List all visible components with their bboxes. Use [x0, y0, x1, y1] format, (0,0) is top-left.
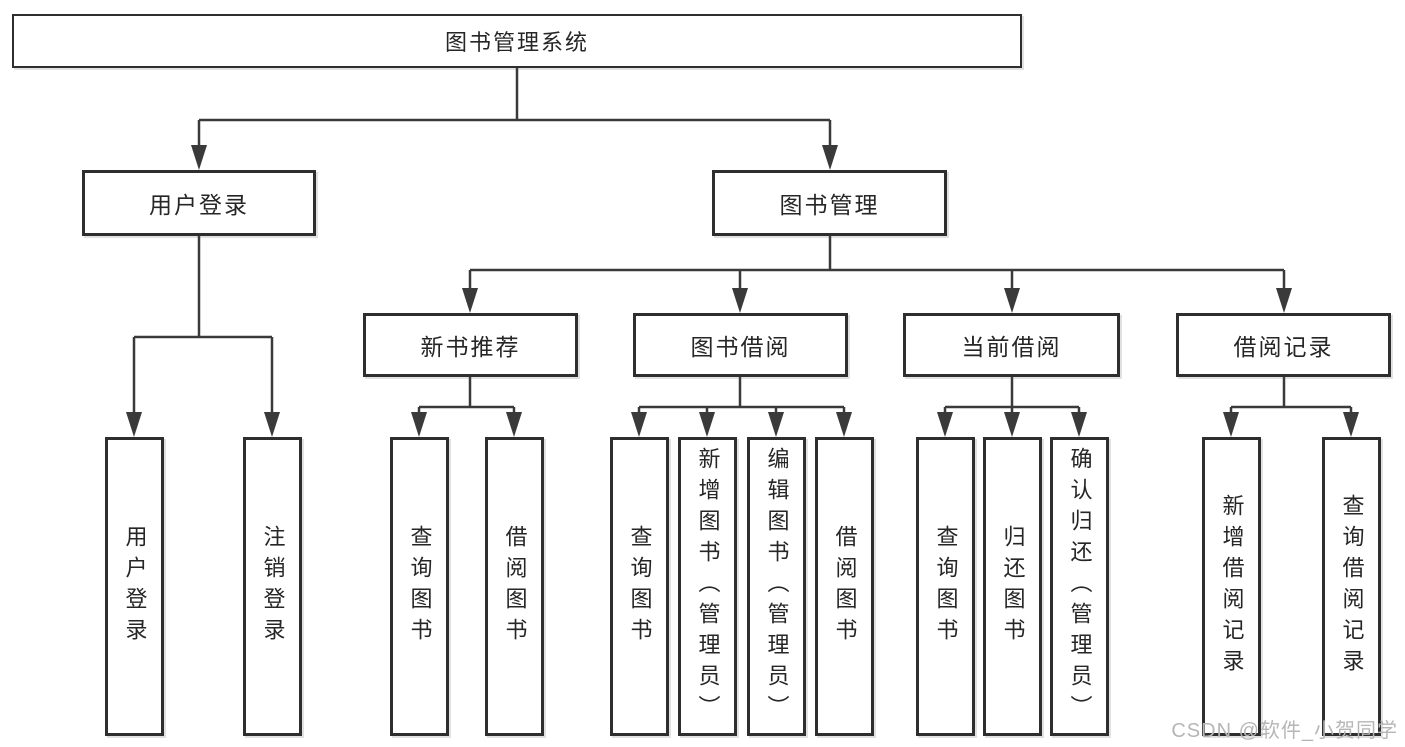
leaf-add-borrow-record: 新增借阅记录	[1202, 437, 1261, 736]
leaf-confirm-return-admin-label: 确认归还（管理员）	[1067, 447, 1093, 726]
node-new-book-recommend: 新书推荐	[363, 313, 578, 377]
leaf-borrow-books-label: 借阅图书	[832, 524, 858, 649]
node-current-borrowing: 当前借阅	[903, 313, 1120, 377]
leaf-borrow-books: 借阅图书	[815, 437, 874, 736]
node-user-login: 用户登录	[82, 170, 316, 236]
leaf-user-login-label: 用户登录	[122, 524, 148, 649]
leaf-query-books-current: 查询图书	[916, 437, 975, 736]
leaf-user-login: 用户登录	[105, 437, 164, 736]
leaf-query-books-current-label: 查询图书	[933, 524, 959, 649]
leaf-edit-books-admin-label: 编辑图书（管理员）	[764, 447, 790, 726]
leaf-query-books-recommend-label: 查询图书	[407, 524, 433, 649]
leaf-return-books-label: 归还图书	[1000, 524, 1026, 649]
leaf-return-books: 归还图书	[983, 437, 1042, 736]
leaf-edit-books-admin: 编辑图书（管理员）	[747, 437, 806, 736]
tree-edges	[132, 68, 1353, 414]
leaf-borrow-books-recommend-label: 借阅图书	[502, 524, 528, 649]
leaf-add-books-admin: 新增图书（管理员）	[678, 437, 737, 736]
leaf-query-books-borrowing-label: 查询图书	[627, 524, 653, 649]
leaf-confirm-return-admin: 确认归还（管理员）	[1050, 437, 1109, 736]
leaf-logout: 注销登录	[243, 437, 302, 736]
leaf-logout-label: 注销登录	[260, 524, 286, 649]
leaf-add-borrow-record-label: 新增借阅记录	[1219, 493, 1245, 680]
leaf-query-books-borrowing: 查询图书	[610, 437, 669, 736]
csdn-watermark: CSDN @软件_小贺同学	[1171, 720, 1398, 742]
leaf-add-books-admin-label: 新增图书（管理员）	[695, 447, 721, 726]
node-book-borrowing: 图书借阅	[633, 313, 848, 377]
node-library-system: 图书管理系统	[12, 14, 1022, 68]
node-book-management: 图书管理	[712, 170, 947, 236]
arrowhead-icons	[126, 145, 1359, 437]
node-borrowing-records: 借阅记录	[1176, 313, 1391, 377]
leaf-query-books-recommend: 查询图书	[390, 437, 449, 736]
leaf-query-borrow-record: 查询借阅记录	[1322, 437, 1381, 736]
leaf-borrow-books-recommend: 借阅图书	[485, 437, 544, 736]
leaf-query-borrow-record-label: 查询借阅记录	[1339, 493, 1365, 680]
